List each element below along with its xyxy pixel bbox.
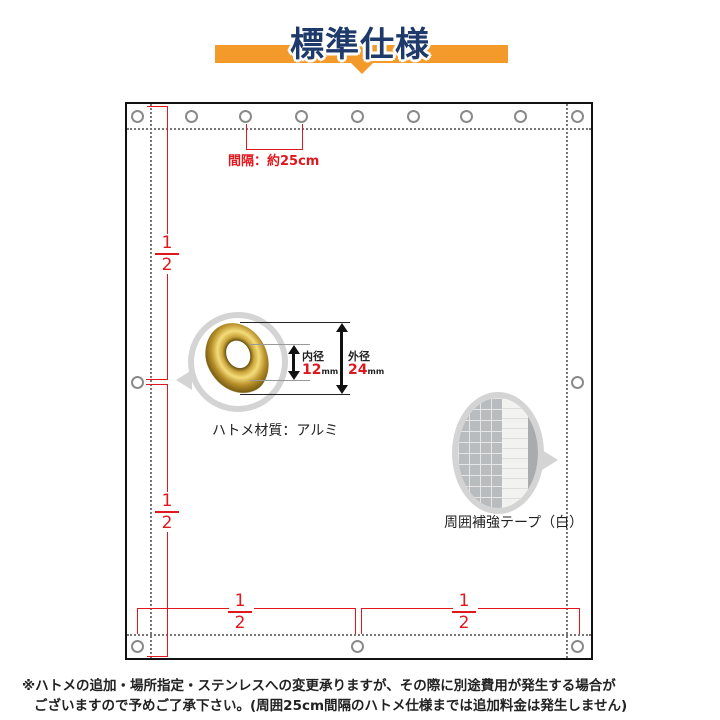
grommet-icon xyxy=(295,110,308,123)
inner-diameter-label: 内径 12mm xyxy=(302,350,339,378)
page-title: 標準仕様 xyxy=(290,25,430,65)
tape-white-strip xyxy=(502,398,528,508)
tape-edge xyxy=(528,398,538,508)
vdim-line-lower-2 xyxy=(167,532,168,656)
vdim-bottom-tick xyxy=(147,656,168,657)
grommet-icon xyxy=(407,110,420,123)
grommet-icon xyxy=(131,640,144,653)
hdim-right-tick xyxy=(579,608,580,634)
inner-dim-bottom-line xyxy=(250,380,310,381)
grommet-icon xyxy=(131,110,144,123)
fraction-bar xyxy=(155,253,179,255)
inner-arrow-up-icon xyxy=(288,345,300,354)
grommet-icon xyxy=(460,110,473,123)
spacing-bracket-right xyxy=(302,124,303,150)
outer-arrow-shaft xyxy=(340,331,343,386)
grommet-callout-pointer xyxy=(176,370,192,390)
vdim-fraction-upper: 1 2 xyxy=(155,234,179,274)
grommet-icon xyxy=(571,640,584,653)
title-banner-notch xyxy=(350,62,374,74)
grommet-icon xyxy=(185,110,198,123)
footnote: ※ハトメの追加・場所指定・ステンレスへの変更承りますが、その際に別途費用が発生す… xyxy=(22,678,628,714)
vdim-top-tick xyxy=(147,106,167,107)
vdim-line-lower xyxy=(167,384,168,492)
hdim-line-left-a xyxy=(137,608,229,609)
hdim-mid-tick-1 xyxy=(355,608,356,634)
spacing-bracket-base xyxy=(246,149,303,150)
grommet-icon xyxy=(571,376,584,389)
vdim-mid-tick-2 xyxy=(146,384,168,385)
fraction-bar xyxy=(155,511,179,513)
hem-line-left xyxy=(150,104,152,658)
hdim-left-tick xyxy=(137,608,138,634)
hdim-fraction-right: 1 2 xyxy=(452,592,476,632)
outer-diameter-label: 外径 24mm xyxy=(348,350,385,378)
hdim-mid-tick-2 xyxy=(361,608,362,634)
vdim-line-upper-2 xyxy=(167,274,168,379)
outer-dim-top-line xyxy=(240,322,350,323)
hem-line-right xyxy=(566,104,568,658)
grommet-icon xyxy=(351,110,364,123)
tape-callout-pointer xyxy=(542,450,558,470)
fraction-bar xyxy=(452,611,476,613)
grommet-icon xyxy=(571,110,584,123)
grommet-material-caption: ハトメ材質：アルミ xyxy=(212,423,339,439)
grommet-icon xyxy=(514,110,527,123)
grommet-callout-bubble xyxy=(188,312,288,412)
spacing-bracket-left xyxy=(246,124,247,150)
vdim-fraction-lower: 1 2 xyxy=(155,492,179,532)
inner-arrow-shaft xyxy=(292,353,295,372)
tape-caption: 周囲補強テープ（白） xyxy=(444,515,584,531)
inner-arrow-down-icon xyxy=(288,371,300,380)
outer-arrow-down-icon xyxy=(336,385,348,394)
inner-diameter-value: 12mm xyxy=(302,362,339,378)
vdim-mid-tick-1 xyxy=(146,379,168,380)
grommet-icon xyxy=(239,110,252,123)
fraction-bar xyxy=(228,611,252,613)
hem-line-bottom xyxy=(127,634,591,636)
hem-line-top xyxy=(127,128,591,130)
grommet-icon xyxy=(131,376,144,389)
reinforcement-tape-image xyxy=(458,398,538,508)
grommet-icon xyxy=(351,640,364,653)
outer-diameter-value: 24mm xyxy=(348,362,385,378)
vdim-line-upper xyxy=(167,106,168,234)
outer-dim-bottom-line xyxy=(240,394,350,395)
tape-mesh xyxy=(458,398,502,508)
spacing-label: 間隔：約25cm xyxy=(228,154,320,169)
title-banner-bar xyxy=(215,45,508,63)
inner-dim-top-line xyxy=(250,344,310,345)
hdim-line-right-b xyxy=(478,608,580,609)
hdim-line-left-b xyxy=(254,608,356,609)
hdim-line-right-a xyxy=(361,608,453,609)
hdim-fraction-left: 1 2 xyxy=(228,592,252,632)
outer-arrow-up-icon xyxy=(336,323,348,332)
